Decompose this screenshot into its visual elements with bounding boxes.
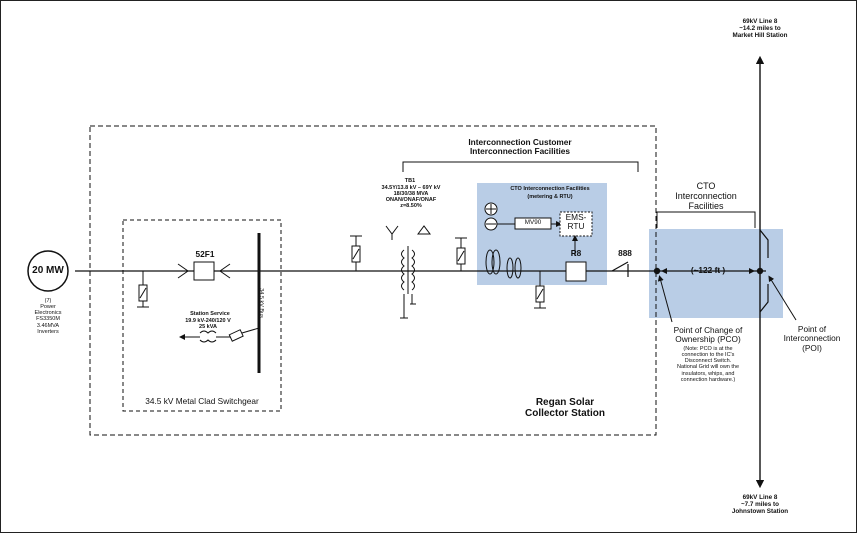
cto-facilities-label: CTO Interconnection Facilities [675, 181, 737, 212]
switchgear-title: 34.5 kV Metal Clad Switchgear [145, 396, 259, 406]
bus-label: 34.5 kV Bus [258, 288, 265, 318]
surge-arrester-mid [350, 235, 362, 271]
cto-box-subtitle: (metering & RTU) [527, 194, 573, 200]
poi-pointer [768, 275, 797, 321]
collector-station-boundary [89, 125, 657, 436]
pco-pointer [657, 275, 673, 323]
ems-rtu: EMS- RTU [565, 212, 587, 232]
pco-note: (Note: PCO is at the connection to the I… [676, 346, 740, 383]
cto-facilities-bracket [656, 211, 756, 228]
meter-mv90: MV90 [524, 219, 542, 226]
line-top-label: 69kV Line 8 ~14.2 miles to Market Hill S… [732, 18, 788, 40]
surge-arrester-lower [534, 271, 546, 309]
breaker-r8 [565, 261, 587, 282]
breaker-52f1 [177, 261, 231, 281]
poi-switches [759, 229, 769, 313]
station-service-transformer [179, 327, 260, 343]
surge-arrester-left [137, 271, 149, 308]
station-service-title: Station Service [190, 311, 230, 317]
station-service-spec: 19.9 kV-240/120 V 25 kVA [185, 318, 231, 331]
generator-symbol [27, 250, 69, 292]
poi-label: Point of Interconnection (POI) [783, 324, 841, 353]
switchgear-boundary [122, 219, 282, 412]
distance-label: (~122 ft ) [690, 265, 726, 275]
collector-station-label: Regan Solar Collector Station [524, 397, 605, 420]
switch-888-label: 888 [618, 248, 632, 258]
breaker-52f1-label: 52F1 [195, 249, 215, 259]
disconnect-switch-888 [611, 261, 629, 277]
transformer-spec: 34.5Y/13.8 kV – 69Y kV 18/30/38 MVA ONAN… [381, 185, 441, 210]
current-transformers [485, 249, 522, 279]
power-transformer-tb1 [385, 225, 431, 319]
breaker-r8-label: R8 [570, 248, 582, 258]
pco-node [653, 267, 661, 275]
customer-facilities-bracket [402, 161, 639, 172]
cto-box-title: CTO Interconnection Facilities [510, 186, 590, 192]
poi-node [756, 267, 764, 275]
metering-symbols [484, 202, 593, 256]
generator-note: (7) Power Electronics FS3350M 3.46MVA In… [34, 298, 62, 335]
pco-title: Point of Change of Ownership (PCO) [673, 325, 743, 345]
transformer-name: TB1 [404, 178, 416, 184]
line-bottom-label: 69kV Line 8 ~7.7 miles to Johnstown Stat… [731, 494, 789, 516]
generator-rating: 20 MW [32, 265, 64, 276]
surge-arrester-right [455, 237, 467, 271]
customer-facilities-label: Interconnection Customer Interconnection… [468, 137, 572, 157]
